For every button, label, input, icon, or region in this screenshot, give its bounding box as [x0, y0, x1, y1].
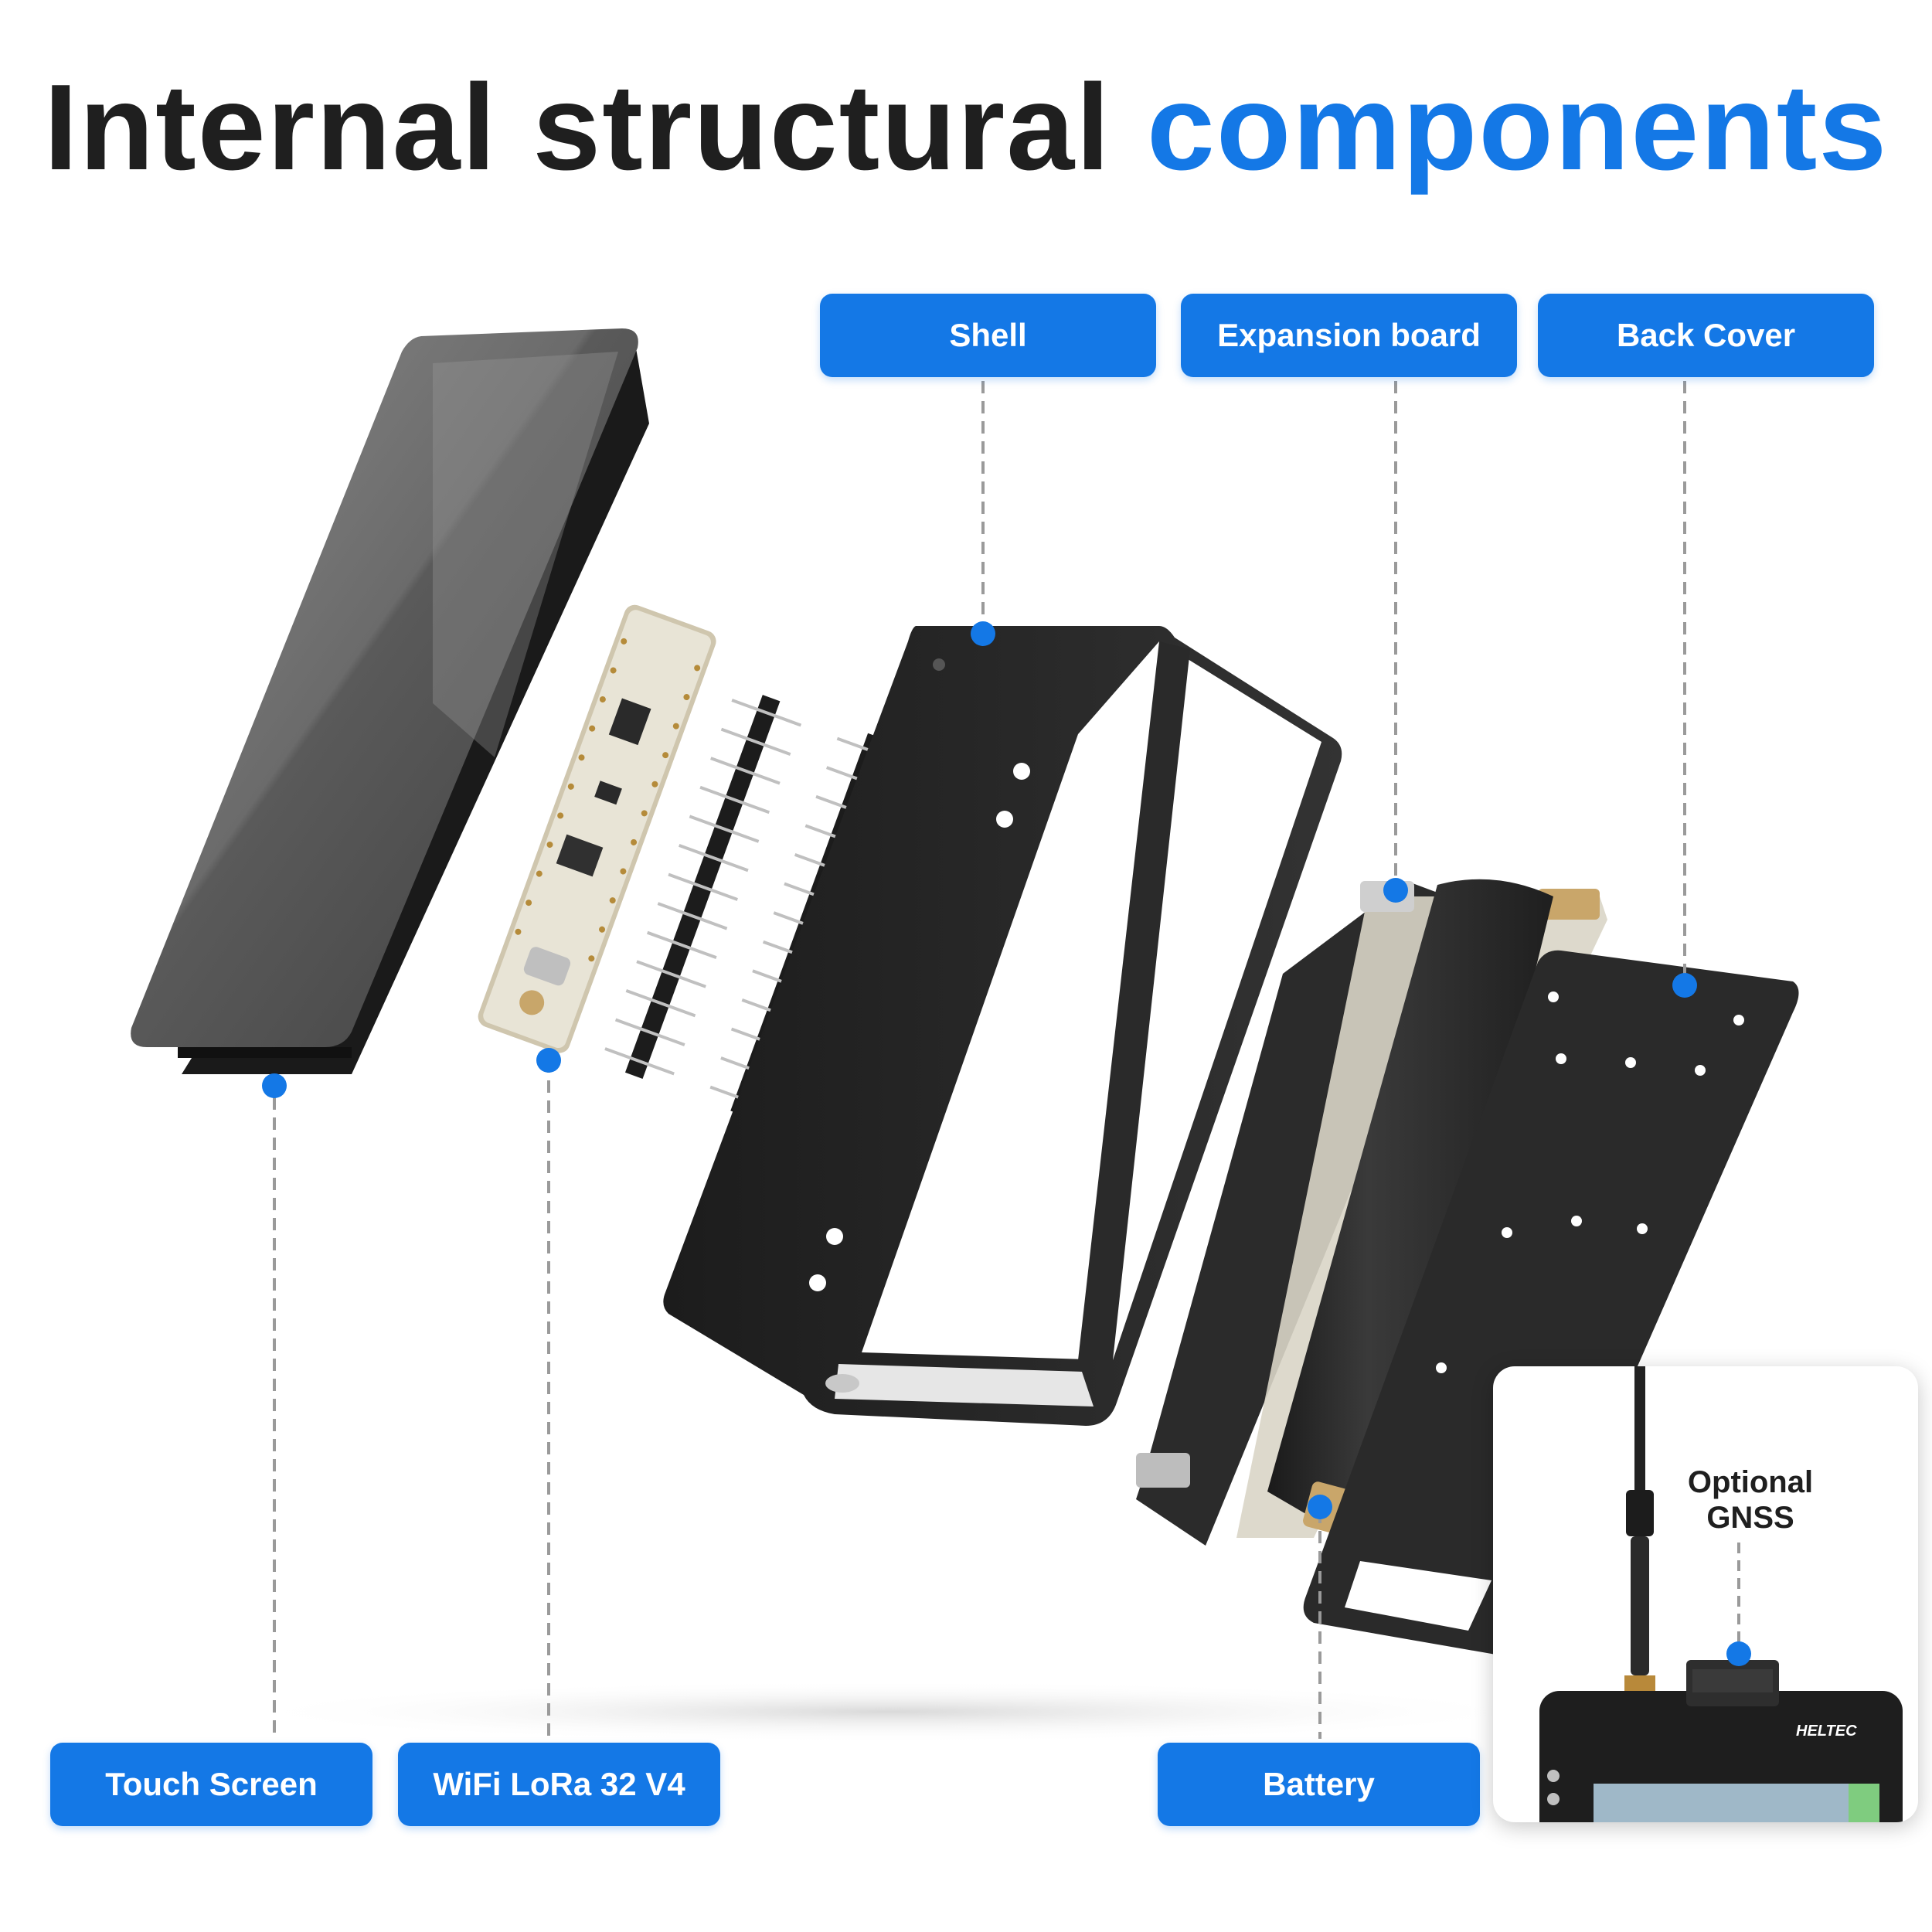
touch-screen-callout-dot: [262, 1073, 287, 1098]
wifi-lora-label: WiFi LoRa 32 V4: [398, 1743, 720, 1826]
battery-callout-dot: [1308, 1495, 1332, 1519]
back-cover-callout-dot: [1672, 973, 1697, 998]
shell-label: Shell: [820, 294, 1156, 377]
gnss-device-illustration: HELTEC: [1539, 1366, 1903, 1822]
wifi-lora-board-part: [478, 604, 716, 1053]
floor-shadow: [232, 1681, 1546, 1743]
back-cover-part: [1303, 950, 1799, 1655]
title-main: Internal structural: [43, 60, 1112, 196]
title-accent: components: [1146, 60, 1889, 196]
gnss-brand-text: HELTEC: [1796, 1723, 1857, 1740]
gnss-inset-panel: HELTEC: [1493, 1366, 1918, 1822]
expansion-board-label: Expansion board: [1181, 294, 1517, 377]
wifi-lora-callout-dot: [536, 1048, 561, 1073]
touch-screen-label: Touch Screen: [50, 1743, 372, 1826]
page-title: Internal structural components: [0, 58, 1932, 198]
gnss-label-line2: GNSS: [1706, 1501, 1794, 1535]
gnss-label-line1: Optional: [1687, 1465, 1814, 1499]
back-cover-label: Back Cover: [1538, 294, 1874, 377]
battery-label: Battery: [1158, 1743, 1480, 1826]
gnss-label: Optional GNSS: [1673, 1464, 1828, 1536]
shell-callout-dot: [971, 621, 995, 646]
touch-screen-part: [131, 328, 649, 1074]
shell-part: [663, 626, 1342, 1426]
expansion-board-callout-dot: [1383, 878, 1408, 903]
